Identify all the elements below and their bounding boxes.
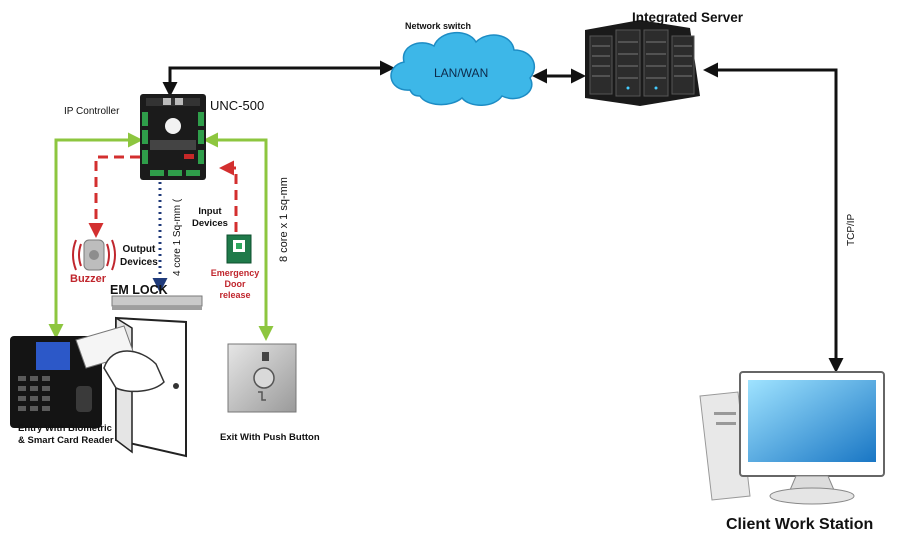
network-links <box>162 60 844 373</box>
unc-500-label: UNC-500 <box>210 98 265 113</box>
buzzer-label: Buzzer <box>70 273 107 285</box>
emergency-red-link <box>219 160 238 232</box>
controller-to-cloud-link <box>162 60 395 97</box>
em-lock-icon <box>111 295 203 310</box>
push-button-icon <box>227 343 297 413</box>
network-switch-label: Network switch <box>405 21 472 31</box>
buzzer-icon <box>72 239 116 271</box>
cloud-icon <box>390 32 535 106</box>
client-work-station-label: Client Work Station <box>726 516 874 533</box>
cable-4core-label: 4 core 1 Sq-mm ( <box>172 198 183 276</box>
cable-8core-label: 8 core x 1 sq-mm <box>278 177 290 262</box>
input-devices-label: Input Devices <box>192 206 228 229</box>
exit-button-green-link <box>203 132 274 341</box>
green-cables <box>48 132 274 341</box>
controller-board-icon <box>140 94 206 180</box>
red-signal-lines <box>88 155 238 238</box>
biometric-reader-icon <box>10 325 165 428</box>
lan-wan-label: LAN/WAN <box>434 66 489 80</box>
server-rack-icon <box>585 20 700 106</box>
reader-green-link <box>48 132 143 339</box>
buzzer-red-link <box>88 155 140 238</box>
em-lock-label: EM LOCK <box>110 283 168 297</box>
workstation-icon <box>699 371 885 505</box>
integrated-server-label: Integrated Server <box>632 10 744 25</box>
server-to-workstation-link <box>703 62 844 373</box>
output-devices-label: Output Devices <box>120 244 158 268</box>
ip-controller-label: IP Controller <box>64 106 120 117</box>
entry-reader-label: Entry With Biometric & Smart Card Reader <box>18 423 114 446</box>
emergency-door-release-label: Emergency Door release <box>210 268 260 300</box>
emergency-release-icon <box>226 234 252 264</box>
tcp-ip-label: TCP/IP <box>846 213 857 246</box>
exit-push-button-label: Exit With Push Button <box>220 432 320 443</box>
